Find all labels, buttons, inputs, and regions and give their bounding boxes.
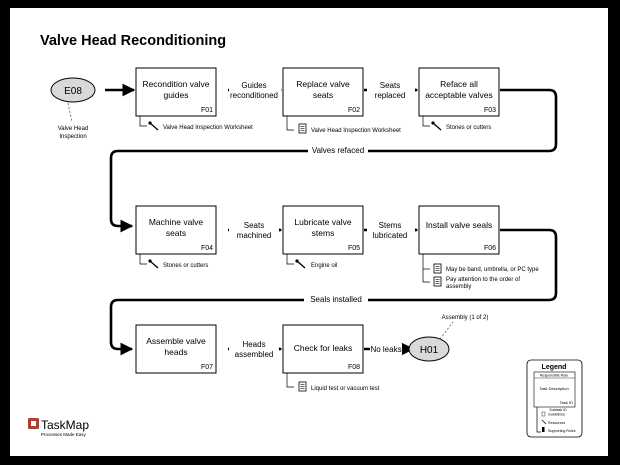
- resource-note: Engine oil: [311, 263, 337, 269]
- resource-note: Stones or cutters: [163, 263, 208, 269]
- task-title-line1: Reface all: [440, 79, 478, 89]
- legend-task-id: Task ID: [560, 400, 573, 405]
- wrench-icon: [295, 259, 306, 269]
- label-seats-machined-2: machined: [237, 231, 272, 240]
- task-title-line1: Install valve seals: [426, 220, 493, 230]
- diagram-sheet: Valve Head Reconditioning Guides recondi…: [10, 8, 608, 456]
- guideline-note: Pay attention to the order of: [446, 277, 520, 283]
- task-box-f04[interactable]: Machine valve seats F04 Stones or cutter…: [135, 205, 217, 269]
- task-title-line2: guides: [163, 90, 188, 100]
- resource-note: Valve Head Inspection Worksheet: [163, 125, 253, 131]
- legend-supporting-roles: Supporting Roles: [548, 429, 576, 433]
- wrench-icon: [148, 259, 159, 269]
- legend: Legend Responsible Role Task Description…: [526, 359, 583, 438]
- resource-note: Stones or cutters: [446, 125, 491, 131]
- logo-tagline: Processes Made Easy: [41, 432, 87, 437]
- task-box-f06[interactable]: Install valve seals F06 May be band, umb…: [418, 205, 539, 290]
- task-title-line2: seats: [313, 90, 333, 100]
- task-box-f07[interactable]: Assemble valve heads F07: [135, 324, 217, 374]
- legend-task-description: Task Description: [539, 386, 568, 391]
- label-stems-lubricated-1: Stems: [379, 221, 402, 230]
- start-note-line2: Inspection: [59, 134, 86, 140]
- legend-resources: Resources: [548, 421, 565, 425]
- task-title-line2: stems: [312, 228, 335, 238]
- task-id: F01: [201, 107, 213, 114]
- wrench-icon: [148, 121, 159, 131]
- document-icon: [298, 381, 307, 392]
- guideline-note: Liquid test or vacuum test: [311, 386, 380, 392]
- task-id: F04: [201, 245, 213, 252]
- page-title: Valve Head Reconditioning: [40, 33, 226, 49]
- task-id: F03: [484, 107, 496, 114]
- start-node-e08: E08 Valve Head Inspection: [50, 77, 96, 140]
- task-box-f03[interactable]: Reface all acceptable valves F03 Stones …: [418, 67, 500, 131]
- taskmap-logo: TaskMap Processes Made Easy: [28, 418, 89, 437]
- label-seals-installed: Seals installed: [310, 295, 362, 304]
- label-seats-replaced-1: Seats: [380, 81, 400, 90]
- label-heads-assembled-2: assembled: [235, 350, 274, 359]
- guideline-note: May be band, umbrella, or PC type: [446, 267, 539, 273]
- legend-title: Legend: [542, 364, 567, 371]
- task-title-line2: seats: [166, 228, 186, 238]
- document-icon: [298, 123, 307, 134]
- label-guides-reconditioned-1: Guides: [241, 81, 266, 90]
- wrench-icon: [431, 121, 442, 131]
- task-title-line2: acceptable valves: [425, 90, 493, 100]
- document-icon: [433, 276, 442, 287]
- legend-responsible-role: Responsible Role: [540, 374, 568, 378]
- task-title-line1: Machine valve: [149, 217, 204, 227]
- process-map: Valve Head Reconditioning Guides recondi…: [28, 33, 583, 438]
- task-title-line1: Replace valve: [296, 79, 350, 89]
- label-heads-assembled-1: Heads: [242, 340, 265, 349]
- start-node-id: E08: [64, 86, 82, 97]
- end-note: Assembly (1 of 2): [442, 315, 489, 321]
- guideline-note-cont: assembly: [446, 284, 471, 290]
- task-title-line2: heads: [164, 347, 187, 357]
- task-id: F05: [348, 245, 360, 252]
- document-icon: [433, 263, 442, 274]
- task-box-f05[interactable]: Lubricate valve stems F05 Engine oil: [282, 205, 364, 269]
- task-id: F08: [348, 364, 360, 371]
- task-title-line1: Lubricate valve: [294, 217, 351, 227]
- label-no-leaks: No leaks: [370, 345, 401, 354]
- end-node-id: H01: [420, 345, 439, 356]
- end-node-h01: H01 Assembly (1 of 2): [408, 315, 489, 362]
- label-valves-refaced: Valves refaced: [312, 146, 364, 155]
- task-id: F06: [484, 245, 496, 252]
- task-box-f08[interactable]: Check for leaks F08 Liquid test or vacuu…: [282, 324, 380, 392]
- label-seats-replaced-2: replaced: [375, 91, 406, 100]
- label-seats-machined-1: Seats: [244, 221, 264, 230]
- task-box-f02[interactable]: Replace valve seats F02 Valve Head Inspe…: [282, 67, 401, 134]
- guideline-note: Valve Head Inspection Worksheet: [311, 128, 401, 134]
- legend-guidelines: Guidelines: [548, 413, 565, 417]
- task-id: F02: [348, 107, 360, 114]
- legend-subtask-id: Subtask ID: [549, 408, 567, 412]
- logo-text: TaskMap: [41, 418, 89, 432]
- task-box-f01[interactable]: Recondition valve guides F01 Valve Head …: [135, 67, 253, 131]
- start-note-line1: Valve Head: [58, 126, 89, 132]
- task-id: F07: [201, 364, 213, 371]
- task-title-line1: Check for leaks: [294, 343, 353, 353]
- task-title-line1: Assemble valve: [146, 336, 206, 346]
- task-title-line1: Recondition valve: [142, 79, 209, 89]
- connector-labels: Guides reconditioned Seats replaced Valv…: [229, 79, 415, 362]
- label-guides-reconditioned-2: reconditioned: [230, 91, 278, 100]
- label-stems-lubricated-2: lubricated: [373, 231, 408, 240]
